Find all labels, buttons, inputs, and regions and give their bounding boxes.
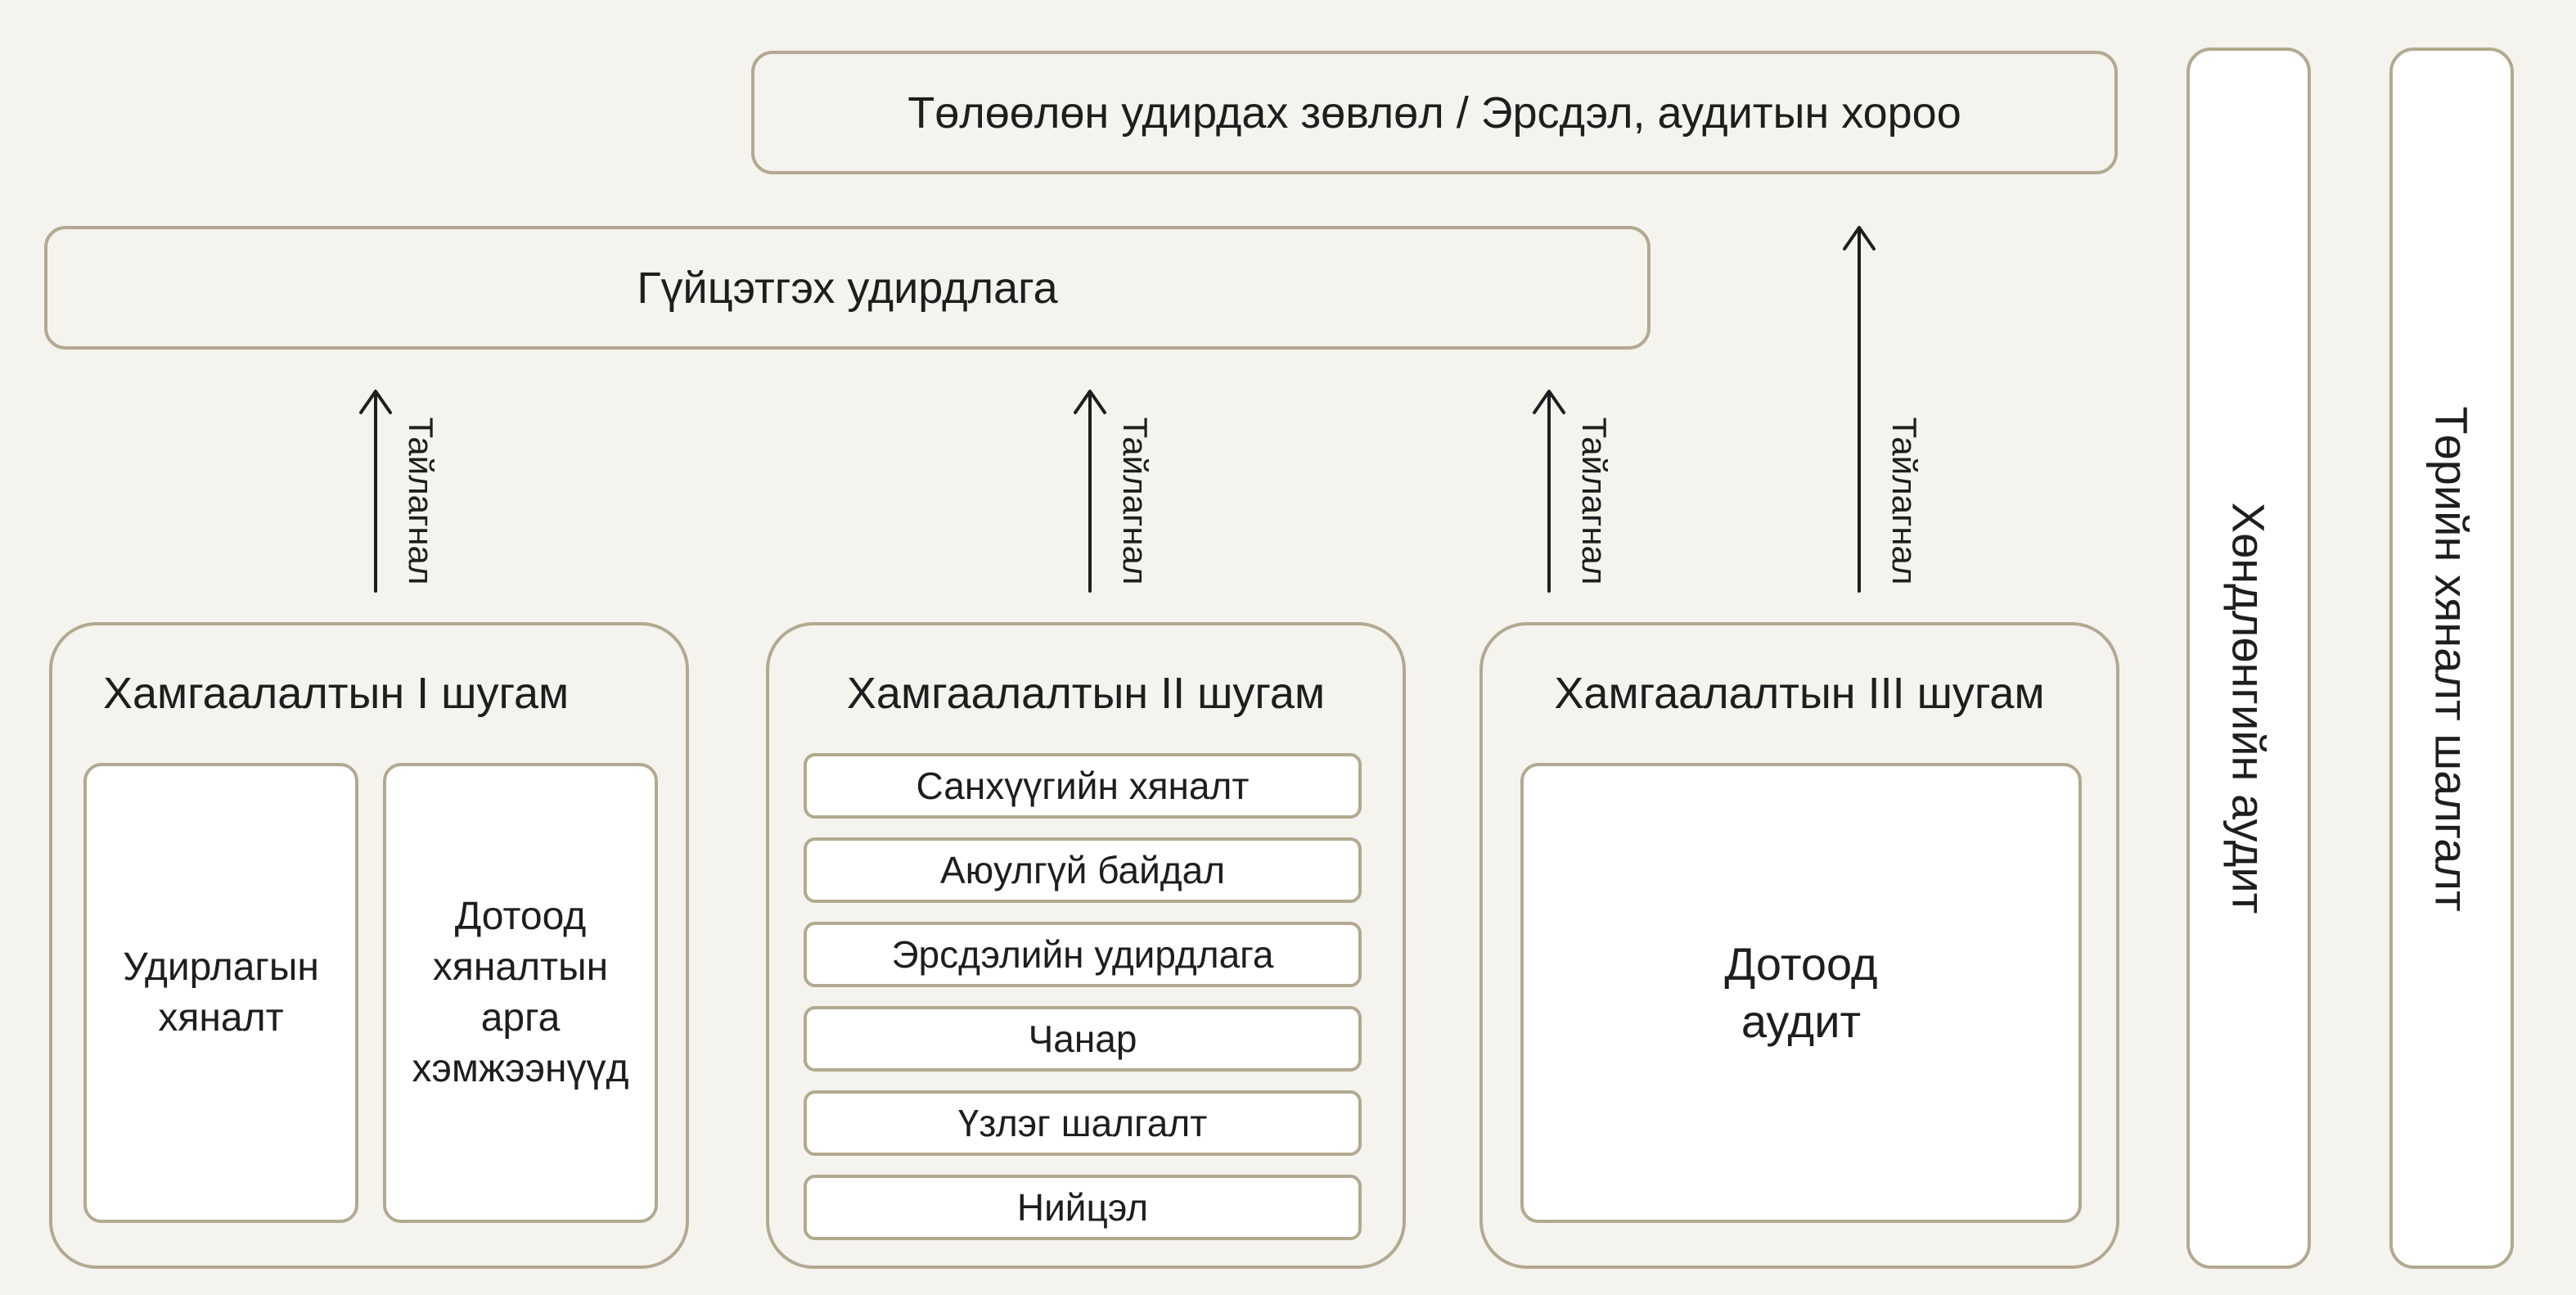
report-arrow-line3-board [1843,226,1876,593]
report-arrow-line3-exec [1533,390,1565,593]
function-risk-management: Эрсдэлийн удирдлага [804,922,1362,987]
defense-line-1: Хамгаалалтын I шугам Удирлагын хяналт До… [49,622,689,1269]
function-compliance: Нийцэл [804,1175,1362,1240]
government-inspection-bar: Төрийн хяналт шалгалт [2389,47,2514,1269]
report-arrow-line1 [359,390,392,593]
report-label-line3-board: Тайлагнал [1885,417,1924,585]
report-label-line1: Тайлагнал [402,417,440,585]
function-security: Аюулгүй байдал [804,837,1362,903]
external-audit-bar: Хөндлөнгийн аудит [2186,47,2311,1269]
board-box: Төлөөлөн удирдах зөвлөл / Эрсдэл, аудиты… [751,51,2118,174]
report-arrow-line2 [1074,390,1106,593]
management-control-label: Удирлагын хяналт [123,945,319,1040]
internal-audit-box: Дотоод аудит [1520,763,2082,1223]
report-label-line2: Тайлагнал [1116,417,1155,585]
internal-control-measures-label: Дотоод хяналтын арга хэмжээнүүд [412,895,629,1090]
function-financial-control: Санхүүгийн хяналт [804,753,1362,819]
executive-box: Гүйцэтгэх удирдлага [44,226,1651,350]
function-inspection: Үзлэг шалгалт [804,1090,1362,1156]
report-label-line3-exec: Тайлагнал [1575,417,1614,585]
government-inspection-label: Төрийн хяналт шалгалт [2425,406,2478,912]
defense-line-3: Хамгаалалтын III шугам Дотоод аудит [1479,622,2119,1269]
defense-line-3-title: Хамгаалалтын III шугам [1554,669,2045,718]
internal-control-measures-box: Дотоод хяналтын арга хэмжээнүүд [383,763,658,1223]
function-quality: Чанар [804,1006,1362,1072]
management-control-box: Удирлагын хяналт [83,763,358,1223]
board-label: Төлөөлөн удирдах зөвлөл / Эрсдэл, аудиты… [907,88,1961,138]
defense-line-1-title: Хамгаалалтын I шугам [103,669,570,718]
defense-line-2: Хамгаалалтын II шугам Санхүүгийн хяналт … [766,622,1406,1269]
executive-label: Гүйцэтгэх удирдлага [637,263,1058,313]
external-audit-label: Хөндлөнгийн аудит [2222,502,2275,914]
defense-line-2-title: Хамгаалалтын II шугам [846,669,1326,718]
internal-audit-label: Дотоод аудит [1724,938,1878,1047]
